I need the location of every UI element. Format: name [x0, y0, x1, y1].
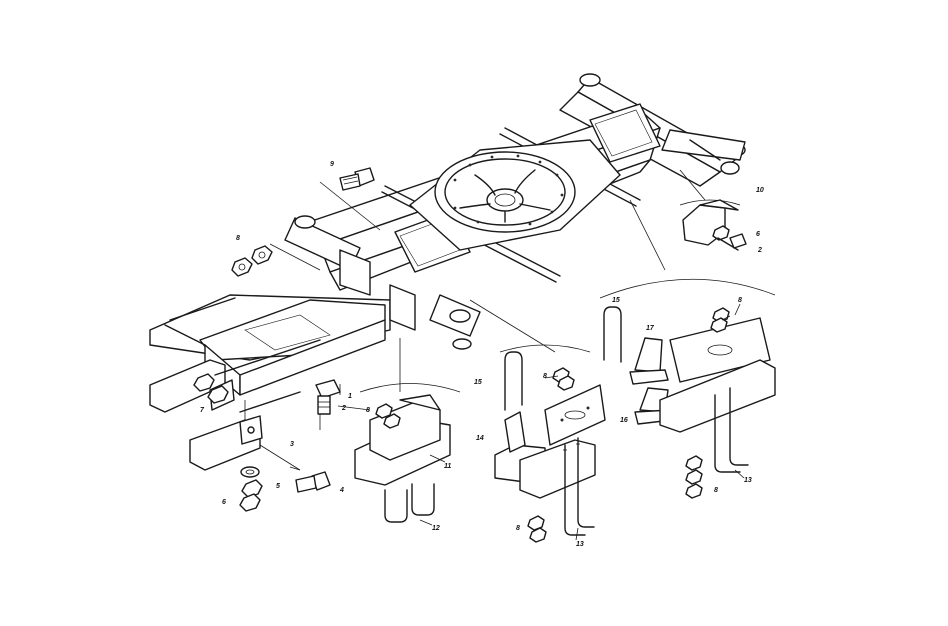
callout-2b: 2 — [757, 247, 762, 254]
callout-15b: 15 — [612, 297, 620, 304]
callout-8f: 8 — [714, 487, 718, 494]
callout-15: 15 — [474, 379, 482, 386]
detail-clamp-11-12 — [354, 383, 461, 523]
callout-1: 1 — [348, 393, 352, 400]
callout-8c: 8 — [543, 373, 547, 380]
callout-8b: 8 — [366, 407, 370, 414]
callout-10: 10 — [756, 187, 764, 194]
callout-12: 12 — [432, 525, 440, 532]
callout-5: 5 — [276, 483, 280, 490]
callout-8: 8 — [236, 235, 240, 242]
callout-14: 14 — [476, 435, 484, 442]
callout-labels: 1 2 2 3 4 5 6 6 7 8 8 8 8 8 8 9 10 11 12… — [200, 161, 764, 548]
detail-pad-10 — [679, 199, 747, 251]
detail-bracket-13-14-15 — [494, 344, 606, 543]
fasteners-left — [193, 167, 375, 512]
callout-8d: 8 — [516, 525, 520, 532]
front-subframe — [149, 249, 416, 471]
callout-17: 17 — [646, 325, 655, 332]
callout-2: 2 — [341, 405, 346, 412]
callout-11: 11 — [444, 463, 451, 470]
callout-6: 6 — [222, 499, 226, 506]
callout-9: 9 — [330, 161, 334, 168]
callout-3: 3 — [290, 441, 294, 448]
callout-4: 4 — [339, 487, 344, 494]
saddle-plate — [409, 139, 621, 251]
callout-6b: 6 — [756, 231, 760, 238]
detail-bracket-16-17 — [599, 278, 776, 499]
callout-16: 16 — [620, 417, 628, 424]
callout-13: 13 — [576, 541, 584, 548]
callout-8e: 8 — [738, 297, 742, 304]
leader-lines — [244, 169, 745, 541]
callout-7: 7 — [200, 407, 205, 414]
callout-13b: 13 — [744, 477, 752, 484]
